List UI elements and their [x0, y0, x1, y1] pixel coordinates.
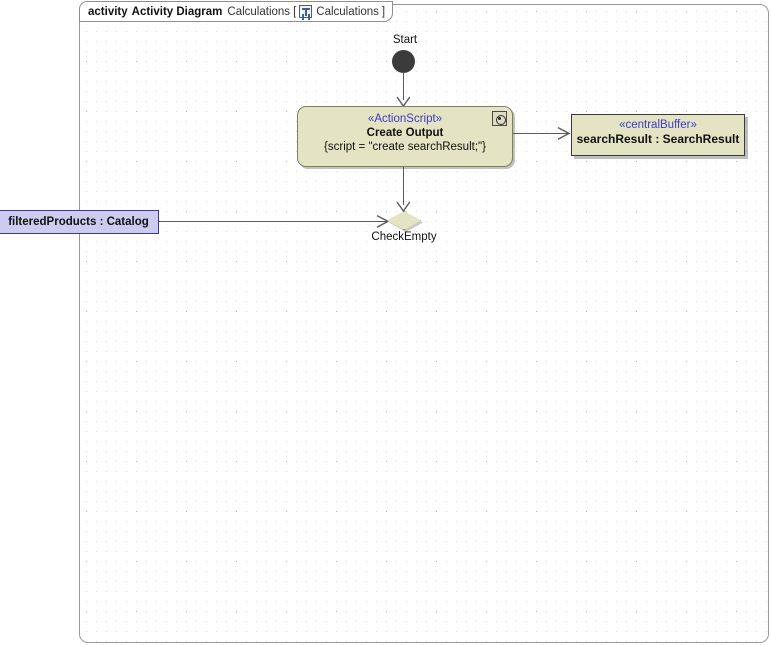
edge-start-to-action[interactable]	[403, 72, 405, 100]
grid-background	[80, 5, 768, 642]
gear-icon[interactable]	[492, 111, 507, 126]
header-bracket-close: ]	[381, 5, 386, 18]
buffer-stereotype: «centralBuffer»	[619, 119, 697, 131]
activity-diagram-icon	[299, 5, 313, 18]
edge-pin-to-decision[interactable]	[159, 221, 386, 223]
central-buffer-node[interactable]: «centralBuffer» searchResult : SearchRes…	[571, 114, 745, 156]
header-keyword: activity	[88, 5, 128, 18]
arrowhead-action-to-buffer	[557, 126, 571, 140]
edge-action-to-decision[interactable]	[403, 167, 405, 205]
header-type-name: Activity Diagram	[131, 5, 223, 18]
header-diagram-name: Calculations	[227, 5, 291, 18]
arrowhead-pin-to-decision	[376, 214, 390, 228]
header-context-name: Calculations	[316, 5, 379, 18]
object-node-filtered-products[interactable]: filteredProducts : Catalog	[0, 210, 159, 234]
pin-label: filteredProducts : Catalog	[8, 216, 149, 228]
header-bracket-open: [	[293, 5, 297, 18]
initial-node[interactable]	[392, 50, 415, 73]
buffer-name: searchResult : SearchResult	[576, 132, 740, 146]
action-name: Create Output	[366, 127, 444, 139]
arrowhead-action-to-decision	[396, 201, 411, 213]
action-node-create-output[interactable]: «ActionScript» Create Output {script = "…	[297, 106, 513, 167]
decision-node-label: CheckEmpty	[371, 231, 437, 243]
action-stereotype: «ActionScript»	[367, 113, 443, 125]
edge-action-to-buffer[interactable]	[513, 133, 570, 135]
action-script-body: {script = "create searchResult;"}	[324, 141, 486, 153]
diagram-header-tab[interactable]: activity Activity Diagram Calculations […	[79, 1, 394, 22]
start-node-label: Start	[392, 34, 418, 46]
decision-node[interactable]	[387, 211, 421, 230]
diagram-frame	[79, 4, 769, 643]
